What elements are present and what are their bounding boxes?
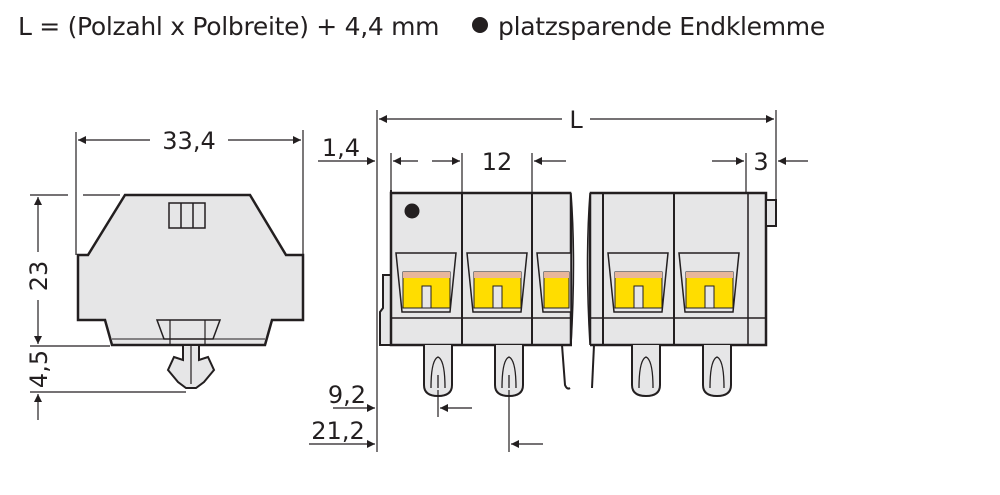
side-view: 33,4 23 4,5	[25, 127, 305, 420]
clamp-5	[678, 252, 740, 313]
front-view: L 1,4 12 3 9,2 21,2	[309, 106, 808, 452]
bullet-dot-icon	[472, 17, 488, 33]
pin1-dimension-label: 9,2	[328, 381, 366, 409]
end-tab-right	[765, 199, 777, 227]
clamp-2	[466, 252, 528, 313]
clamp-1	[395, 252, 457, 313]
solder-pin-4	[631, 345, 661, 398]
solder-pin-2	[494, 345, 524, 398]
break-gap	[571, 188, 590, 390]
pin2-dimension-label: 21,2	[311, 417, 364, 445]
foot-dimension-label: 4,5	[25, 350, 53, 388]
solder-pin-5	[702, 345, 732, 398]
solder-pin-1	[423, 345, 453, 398]
length-dimension-label: L	[569, 106, 583, 134]
marking-window-icon	[168, 202, 206, 229]
legend-note-text: platzsparende Endklemme	[498, 12, 825, 41]
side-view-notch	[155, 319, 222, 340]
height-dimension-label: 23	[25, 261, 53, 292]
end-plate-left	[379, 190, 392, 346]
pitch-dimension-label: 12	[482, 148, 513, 176]
header: L = (Polzahl x Polbreite) + 4,4 mm platz…	[0, 8, 1000, 48]
width-dimension-label: 33,4	[162, 127, 215, 155]
bullet-dot-icon	[404, 203, 420, 219]
solder-pin-3-partial	[561, 344, 595, 390]
end-dimension-label: 3	[753, 148, 768, 176]
legend-note: platzsparende Endklemme	[472, 12, 825, 41]
clamp-4	[607, 252, 669, 313]
length-formula: L = (Polzahl x Polbreite) + 4,4 mm	[18, 12, 440, 41]
offset-dimension-label: 1,4	[322, 134, 360, 162]
clamp-3-partial	[536, 252, 572, 313]
side-view-body	[76, 193, 305, 347]
